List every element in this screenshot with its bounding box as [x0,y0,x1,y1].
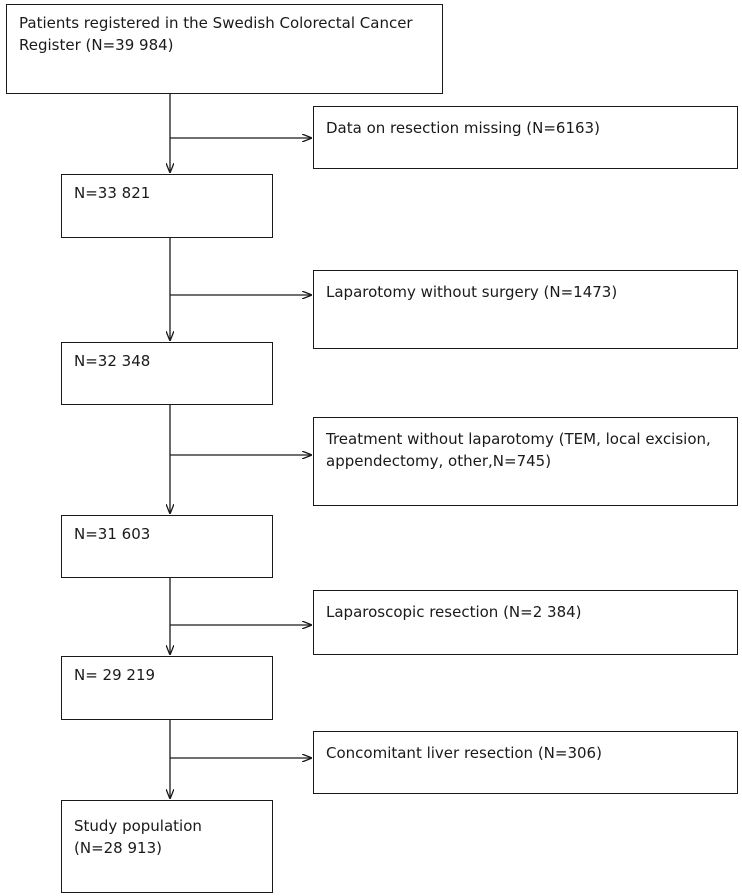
box-text-line: Concomitant liver resection (N=306) [326,744,602,762]
box-text-line: Study population [74,817,202,835]
study-population-box: Study population (N=28 913) [61,800,273,893]
box-text-line: N= 29 219 [74,666,156,684]
exclusion-box-1: Data on resection missing (N=6163) [313,106,738,169]
box-text-line: (N=28 913) [74,839,162,857]
box-text-line: N=32 348 [74,352,151,370]
box-text-line: Data on resection missing (N=6163) [326,119,600,137]
box-text-line: Register (N=39 984) [19,36,174,54]
step-box-2: N=32 348 [61,342,273,405]
box-text-line: Treatment without laparotomy (TEM, local… [326,430,711,448]
step-box-1: N=33 821 [61,174,273,238]
box-text-line: Patients registered in the Swedish Color… [19,14,413,32]
box-text-line: Laparotomy without surgery (N=1473) [326,283,618,301]
exclusion-box-5: Concomitant liver resection (N=306) [313,731,738,794]
exclusion-box-4: Laparoscopic resection (N=2 384) [313,590,738,655]
box-text-line: appendectomy, other,N=745) [326,452,552,470]
step-box-3: N=31 603 [61,515,273,578]
step-box-4: N= 29 219 [61,656,273,720]
box-text-line: Laparoscopic resection (N=2 384) [326,603,582,621]
registered-patients-box: Patients registered in the Swedish Color… [6,4,443,94]
exclusion-box-3: Treatment without laparotomy (TEM, local… [313,417,738,506]
box-text-line: N=33 821 [74,184,151,202]
exclusion-box-2: Laparotomy without surgery (N=1473) [313,270,738,349]
box-text-line: N=31 603 [74,525,151,543]
